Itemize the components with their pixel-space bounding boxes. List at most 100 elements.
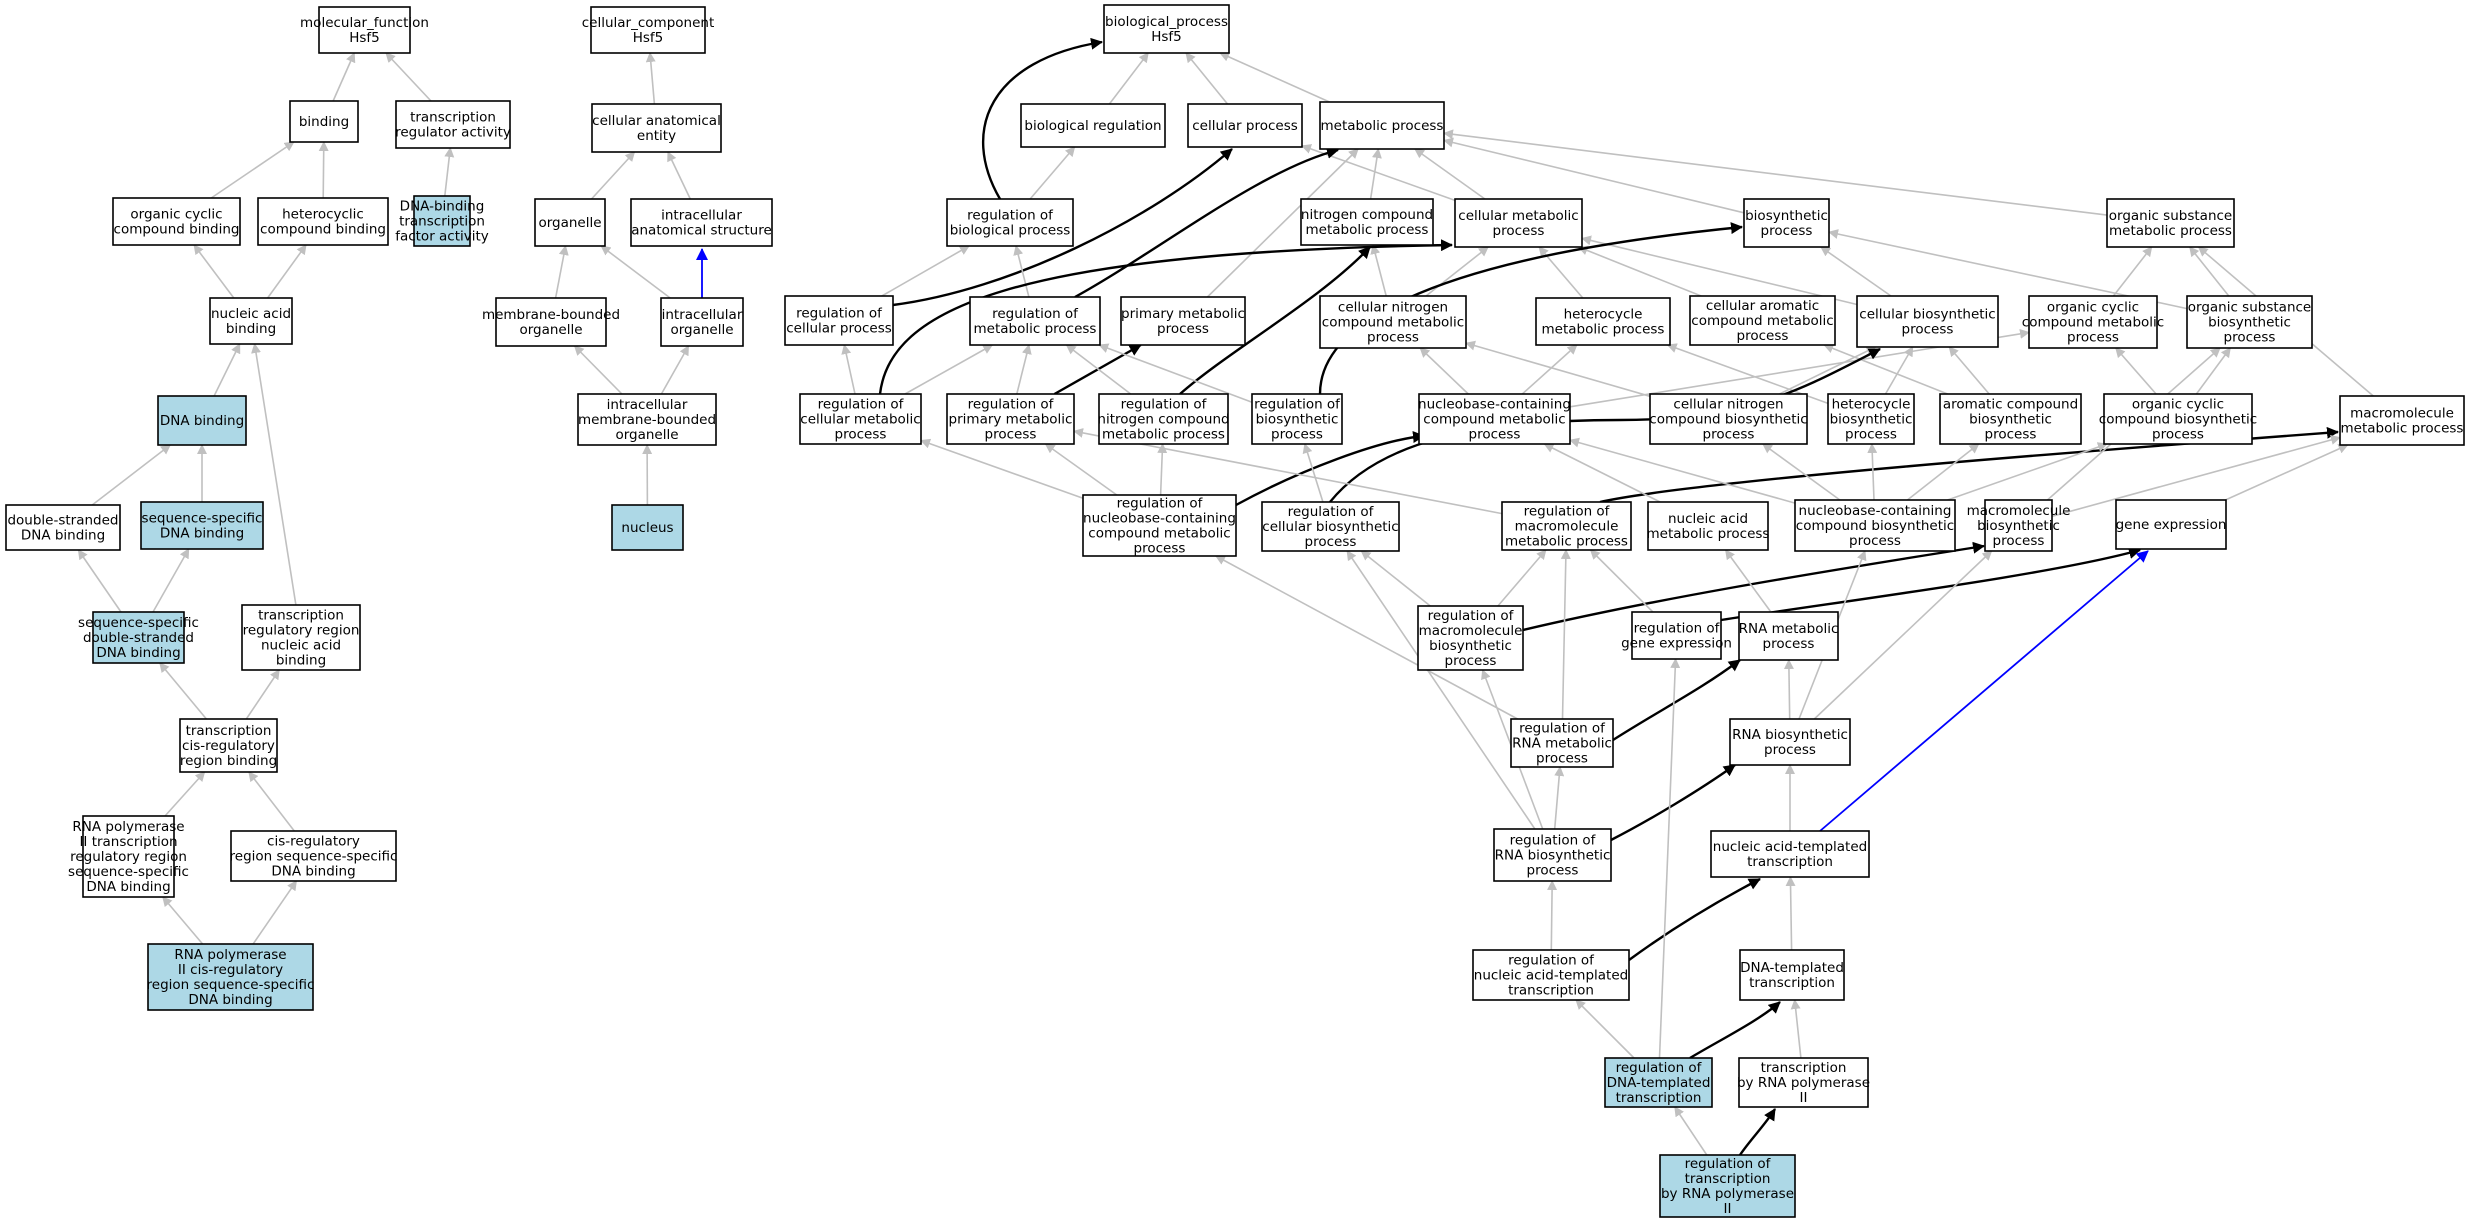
go-term-box[interactable] [1604,1057,1713,1108]
go-term-box[interactable] [1082,494,1237,557]
go-term-box[interactable] [1510,718,1614,768]
go-term-box[interactable] [147,943,314,1011]
go-term-box[interactable] [413,195,471,247]
go-term-box[interactable] [1794,499,1956,552]
go-term-node-dnab[interactable]: DNA binding [157,395,247,446]
go-term-box[interactable] [2339,395,2465,446]
go-term-box[interactable] [591,103,722,153]
go-term-box[interactable] [2028,295,2158,349]
go-term-box[interactable] [1020,103,1166,148]
go-term-node-rmbp[interactable]: regulation ofmacromoleculebiosyntheticpr… [1417,605,1524,671]
go-term-box[interactable] [92,611,185,664]
go-term-box[interactable] [318,6,411,54]
go-term-box[interactable] [1738,611,1839,661]
go-term-box[interactable] [1984,499,2053,552]
go-term-box[interactable] [1501,501,1632,551]
go-term-box[interactable] [1251,393,1343,445]
go-term-box[interactable] [1300,198,1434,246]
go-term-box[interactable] [1710,830,1870,878]
go-term-node-breg[interactable]: biological regulation [1020,103,1166,148]
go-term-box[interactable] [1472,949,1630,1001]
go-term-box[interactable] [1417,605,1524,671]
go-term-box[interactable] [495,297,607,347]
go-term-box[interactable] [112,197,241,246]
go-term-box[interactable] [1454,198,1583,248]
go-term-box[interactable] [946,393,1075,445]
go-term-box[interactable] [1120,296,1246,346]
go-term-box[interactable] [289,100,359,143]
go-term-box[interactable] [784,295,894,346]
go-term-box[interactable] [1743,198,1830,248]
go-term-box[interactable] [1647,501,1769,551]
go-term-node-organelle[interactable]: organelle [534,198,606,247]
go-term-box[interactable] [1535,297,1671,346]
go-term-box[interactable] [1098,393,1229,445]
go-term-box[interactable] [1739,949,1845,1001]
go-term-box[interactable] [660,297,744,347]
go-term-box[interactable] [534,198,606,247]
go-term-box[interactable] [630,198,773,247]
go-term-box[interactable] [577,393,717,446]
go-term-box[interactable] [1418,393,1571,445]
go-term-box[interactable] [1103,4,1230,54]
go-term-box[interactable] [140,501,264,550]
go-term-node-ge[interactable]: gene expression [2115,499,2227,550]
go-term-box[interactable] [230,830,397,882]
go-term-box[interactable] [1827,393,1915,445]
go-term-node-cp[interactable]: cellular process [1187,103,1303,148]
go-term-box[interactable] [241,604,361,671]
go-term-box[interactable] [1261,501,1400,552]
go-term-box[interactable] [590,6,706,54]
go-term-box[interactable] [157,395,247,446]
go-term-box[interactable] [1319,295,1467,349]
go-term-box[interactable] [969,296,1101,346]
go-term-box[interactable] [1493,828,1612,882]
go-term-node-binding[interactable]: binding [289,100,359,143]
go-term-box[interactable] [1649,393,1808,445]
